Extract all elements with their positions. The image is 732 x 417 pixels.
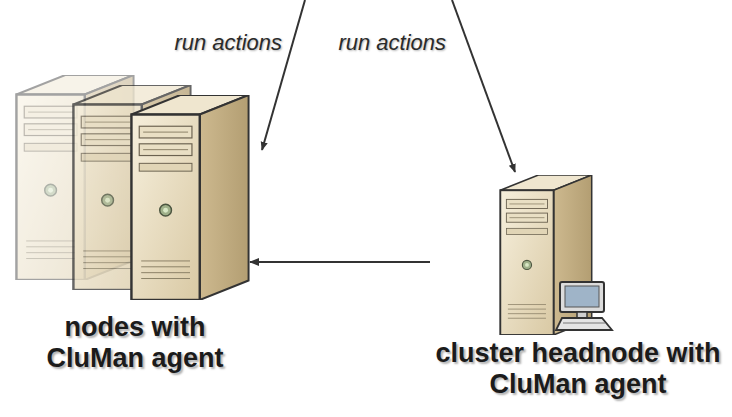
- action-arrow: [452, 0, 515, 172]
- server-node: cluster headnode with CluMan agent: [430, 170, 726, 406]
- node-label: nodes with CluMan agent: [20, 312, 250, 374]
- server-node: nodes with CluMan agent: [20, 70, 250, 380]
- action-arrow: [262, 0, 305, 150]
- connector-arrow: [250, 261, 430, 263]
- action-label: run actions: [174, 30, 282, 56]
- action-label: run actions: [338, 30, 446, 56]
- node-label: cluster headnode with CluMan agent: [430, 338, 726, 400]
